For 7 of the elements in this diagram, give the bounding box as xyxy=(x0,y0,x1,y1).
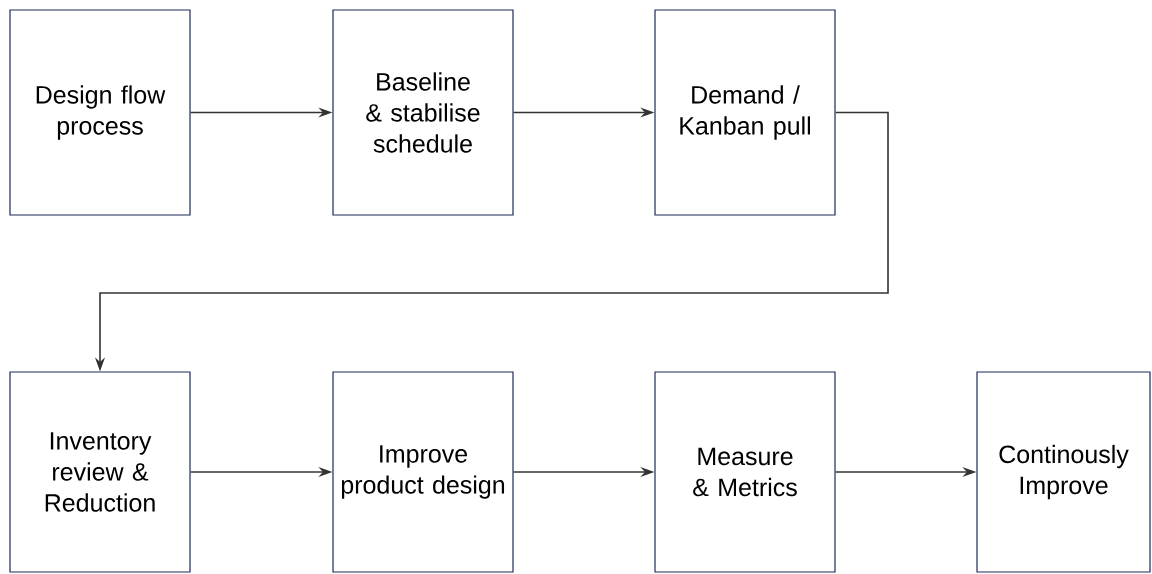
process-box: Continously Improve xyxy=(976,371,1151,573)
process-box: Measure & Metrics xyxy=(654,371,836,573)
process-box: Improve product design xyxy=(332,371,514,573)
process-box: Inventory review & Reduction xyxy=(9,371,191,573)
process-box: Baseline & stabilise schedule xyxy=(332,9,514,216)
process-box: Design flow process xyxy=(9,9,191,216)
process-box: Demand / Kanban pull xyxy=(654,9,836,216)
